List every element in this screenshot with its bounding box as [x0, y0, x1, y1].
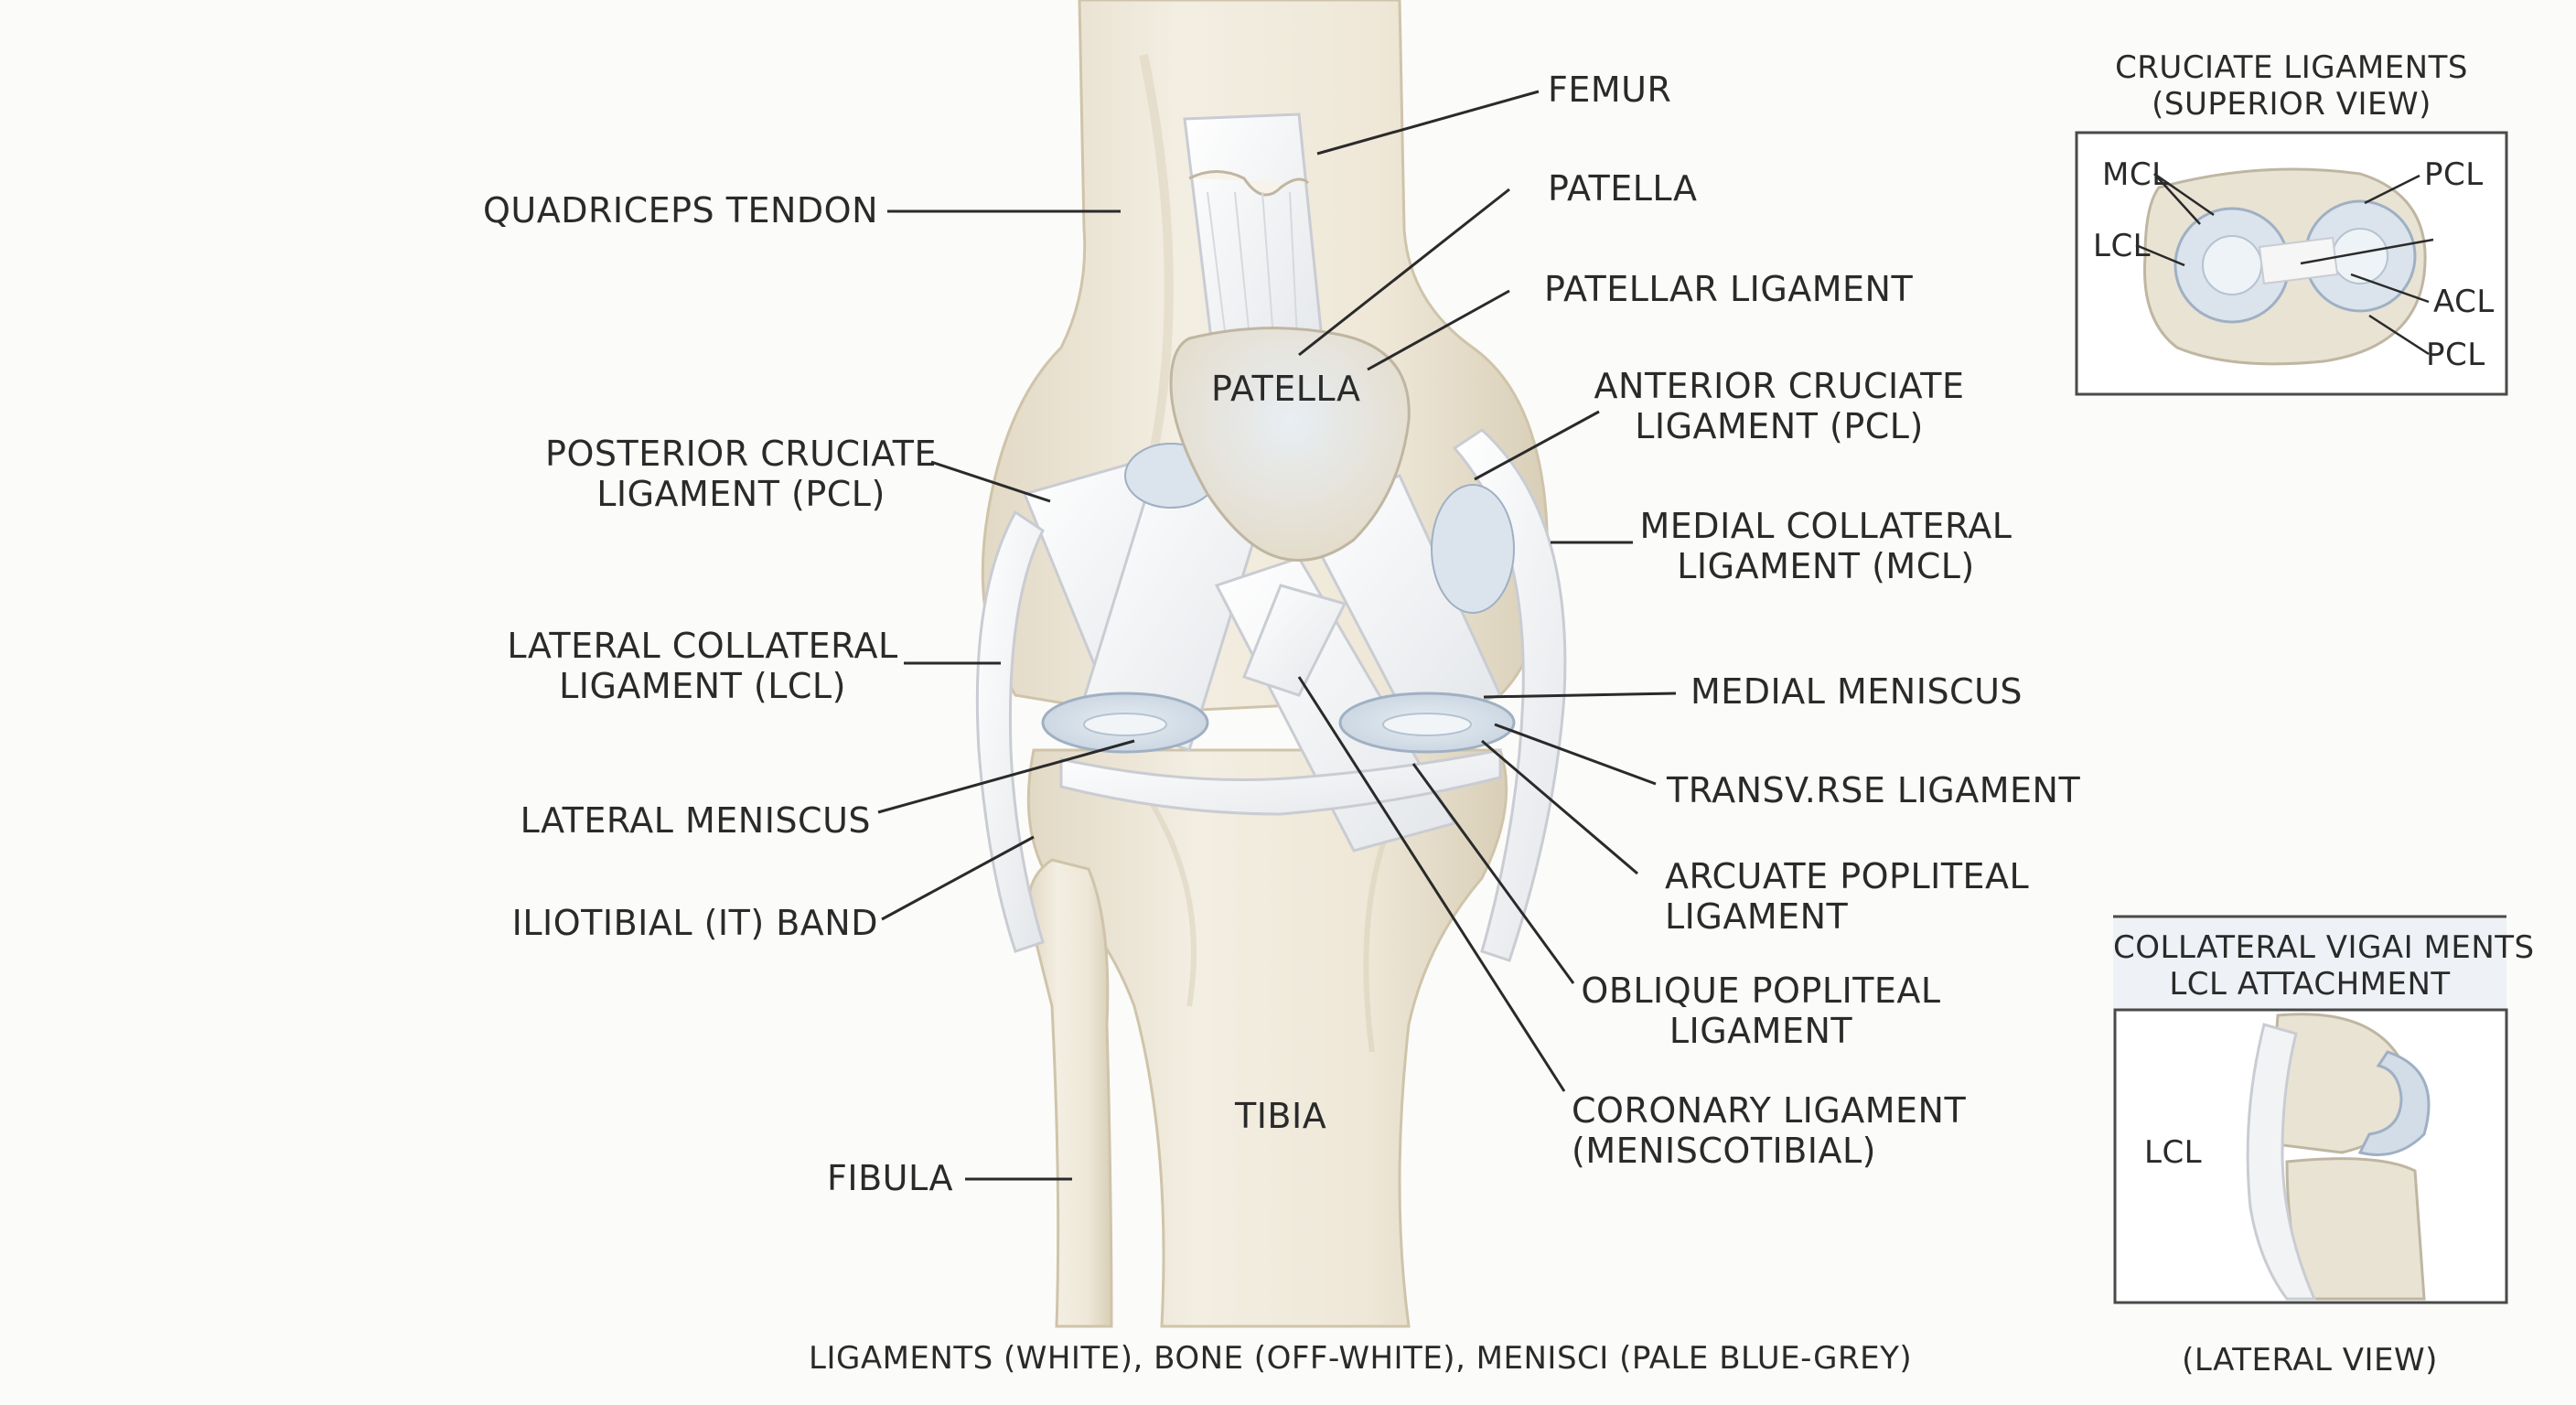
label-arcuate-line1: ARCUATE POPLITEAL — [1665, 856, 2030, 896]
label-transverse-ligament: TRANSV.RSE LIGAMENT — [1667, 770, 2081, 810]
menisci — [1041, 443, 1516, 754]
inset-lateral-caption: (LATERAL VIEW) — [2182, 1342, 2438, 1378]
label-coronary-line1: CORONARY LIGAMENT — [1572, 1090, 1967, 1131]
label-medial-meniscus: MEDIAL MENISCUS — [1690, 671, 2023, 712]
label-medial-collateral-ligament: MEDIAL COLLATERAL LIGAMENT (MCL) — [1634, 506, 2018, 586]
label-posterior-cruciate-line2: LIGAMENT (PCL) — [596, 474, 886, 514]
label-tibia: TIBIA — [1235, 1096, 1327, 1136]
legend-caption: LIGAMENTS (WHITE), BONE (OFF-WHITE), MEN… — [809, 1340, 1913, 1377]
inset-superior-label-lcl: LCL — [2093, 228, 2152, 264]
inset-superior-label-pcl-bottom: PCL — [2426, 337, 2485, 373]
label-quadriceps-tendon: QUADRICEPS TENDON — [483, 190, 878, 231]
lateral-view-inset — [2113, 915, 2508, 1304]
inset-superior-label-mcl: MCL — [2102, 156, 2170, 193]
label-arcuate-line2: LIGAMENT — [1665, 896, 1849, 937]
inset-superior-title-line1: CRUCIATE LIGAMENTS — [2115, 49, 2468, 86]
label-lateral-collateral-ligament: LATERAL COLLATERAL LIGAMENT (LCL) — [501, 626, 904, 706]
label-lateral-collateral-line2: LIGAMENT (LCL) — [559, 666, 846, 706]
label-femur: FEMUR — [1548, 70, 1672, 110]
label-anterior-cruciate-line1: ANTERIOR CRUCIATE — [1594, 366, 1965, 406]
label-lateral-meniscus: LATERAL MENISCUS — [520, 800, 871, 841]
ligament-fibers — [975, 428, 1567, 962]
label-patellar-ligament: PATELLAR LIGAMENT — [1544, 269, 1914, 309]
label-fibula: FIBULA — [827, 1158, 953, 1198]
fibula-bone — [1026, 858, 1113, 1328]
label-arcuate-popliteal-ligament: ARCUATE POPLITEAL LIGAMENT — [1665, 856, 2029, 937]
label-posterior-cruciate-line1: POSTERIOR CRUCIATE — [545, 434, 937, 474]
label-medial-collateral-line2: LIGAMENT (MCL) — [1677, 546, 1975, 586]
label-patella-on-bone: PATELLA — [1211, 369, 1361, 409]
inset-superior-label-pcl-top: PCL — [2424, 156, 2484, 193]
label-iliotibial-band: ILIOTIBIAL (IT) BAND — [511, 903, 878, 943]
label-oblique-line2: LIGAMENT — [1669, 1011, 1853, 1051]
leader-lines — [877, 90, 1677, 1181]
quadriceps-tendon-shape — [1183, 113, 1328, 386]
label-anterior-cruciate-line2: LIGAMENT (PCL) — [1635, 406, 1924, 446]
label-posterior-cruciate-ligament: POSTERIOR CRUCIATE LIGAMENT (PCL) — [540, 434, 942, 514]
label-patella: PATELLA — [1548, 168, 1698, 209]
inset-superior-label-acl: ACL — [2433, 284, 2495, 320]
label-oblique-popliteal-ligament: OBLIQUE POPLITEAL LIGAMENT — [1578, 971, 1944, 1051]
patella-bone — [1169, 327, 1411, 562]
label-lateral-collateral-line1: LATERAL COLLATERAL — [507, 626, 898, 666]
label-medial-collateral-line1: MEDIAL COLLATERAL — [1639, 506, 2012, 546]
superior-view-inset — [2075, 131, 2508, 396]
label-anterior-cruciate-ligament: ANTERIOR CRUCIATE LIGAMENT (PCL) — [1587, 366, 1971, 446]
label-coronary-line2: (MENISCOTIBIAL) — [1572, 1131, 1877, 1171]
inset-lateral-title-line1: COLLATERAL VIGAI MENTS — [2113, 929, 2535, 966]
inset-lateral-label-lcl: LCL — [2144, 1134, 2203, 1171]
label-coronary-ligament: CORONARY LIGAMENT (MENISCOTIBIAL) — [1572, 1090, 1966, 1171]
label-oblique-line1: OBLIQUE POPLITEAL — [1581, 971, 1941, 1011]
inset-superior-title-line2: (SUPERIOR VIEW) — [2152, 86, 2431, 123]
inset-lateral-title: COLLATERAL VIGAI MENTS LCL ATTACHMENT — [2113, 929, 2535, 1003]
inset-lateral-title-line2: LCL ATTACHMENT — [2169, 966, 2451, 1003]
inset-superior-title: CRUCIATE LIGAMENTS (SUPERIOR VIEW) — [2077, 49, 2506, 123]
